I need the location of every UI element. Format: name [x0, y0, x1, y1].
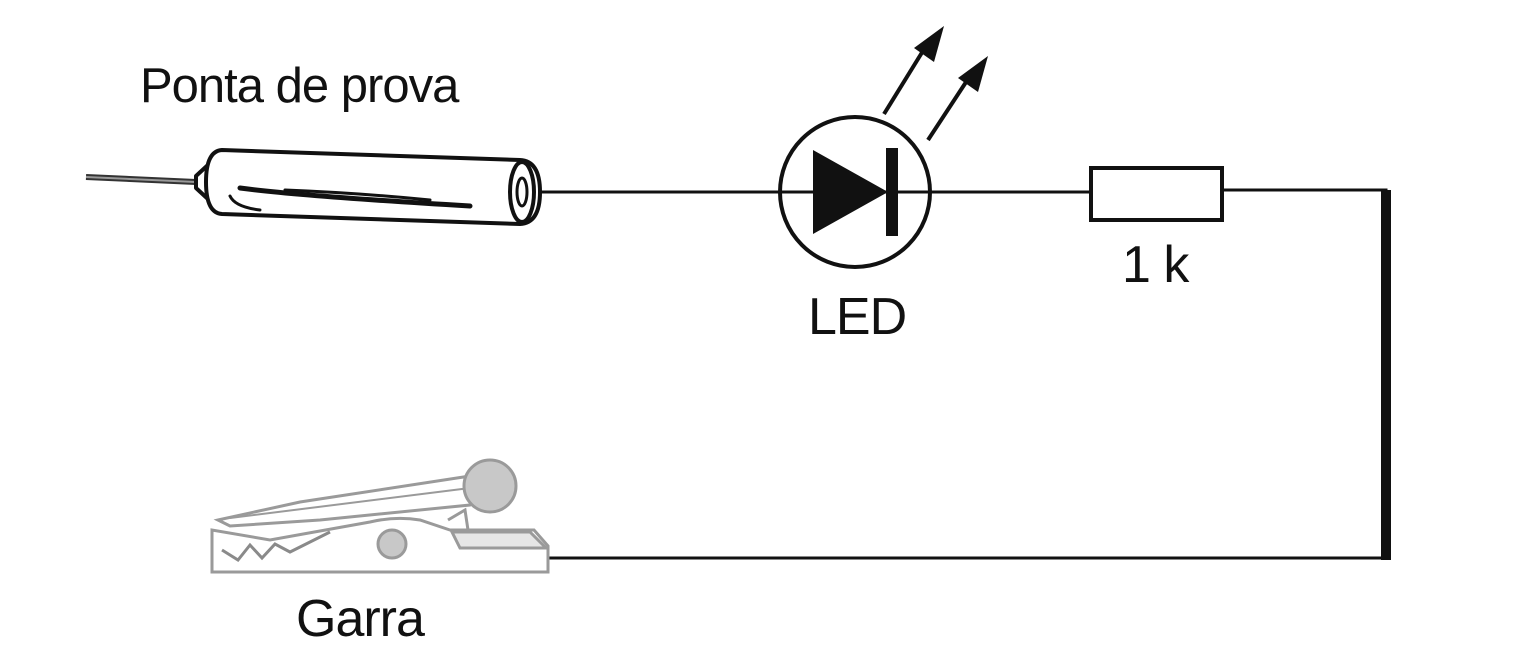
test-probe-icon [85, 147, 543, 227]
alligator-clip-icon [210, 458, 550, 574]
led-symbol-icon [778, 26, 988, 269]
wire-return [548, 188, 1388, 560]
clip-label: Garra [296, 590, 425, 648]
led-label: LED [808, 288, 906, 346]
resistor-symbol-icon [1089, 166, 1224, 222]
resistor-label: 1 k [1122, 236, 1190, 294]
probe-label: Ponta de prova [140, 59, 460, 113]
